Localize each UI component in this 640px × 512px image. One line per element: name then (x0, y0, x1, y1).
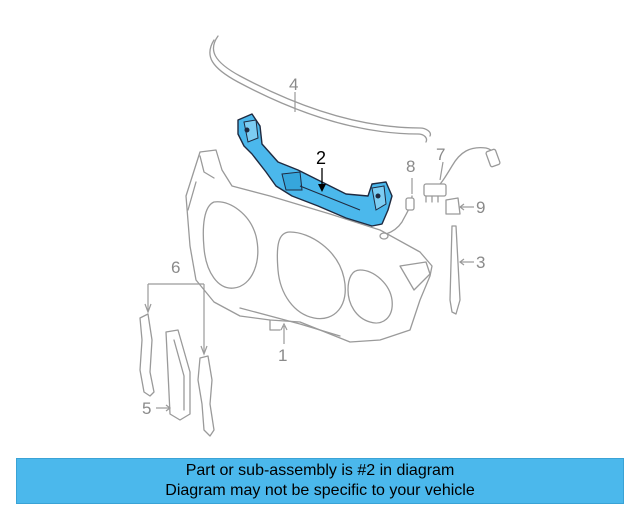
info-banner: Part or sub-assembly is #2 in diagram Di… (16, 458, 624, 504)
leader-7 (439, 161, 444, 181)
part-1-radiator-support (185, 149, 433, 343)
part-5-deflector (165, 329, 191, 421)
part-2-upper-tie-bar (237, 113, 393, 227)
parts-diagram: 4 1 2 7 8 (139, 35, 501, 437)
part-4-seal-strip (209, 35, 432, 143)
leader-9-arrow (459, 203, 465, 211)
part-8-sensor (379, 195, 415, 240)
leader-6-arrow-b (200, 345, 208, 356)
banner-line-2: Diagram may not be specific to your vehi… (165, 482, 475, 499)
part-9-clip (445, 197, 461, 215)
callout-8: 8 (406, 157, 415, 176)
banner-line-1: Part or sub-assembly is #2 in diagram (185, 462, 455, 479)
callout-1: 1 (278, 346, 287, 365)
part-6-side-seals (139, 313, 215, 437)
part-7-harness (423, 146, 501, 203)
callout-5: 5 (142, 399, 151, 418)
callout-7: 7 (436, 145, 445, 164)
callout-9: 9 (476, 198, 485, 217)
leader-2-arrow (318, 184, 326, 192)
leader-6-arrow-a (144, 303, 152, 314)
leader-5-arrow (165, 404, 171, 412)
leader-6 (147, 283, 205, 352)
callout-3: 3 (476, 253, 485, 272)
leader-1-arrow (280, 322, 288, 331)
callout-6: 6 (171, 258, 180, 277)
leader-3-arrow (459, 258, 465, 266)
part-3-trim-strip (449, 225, 461, 315)
callout-4: 4 (289, 75, 298, 94)
callout-2: 2 (316, 148, 326, 168)
